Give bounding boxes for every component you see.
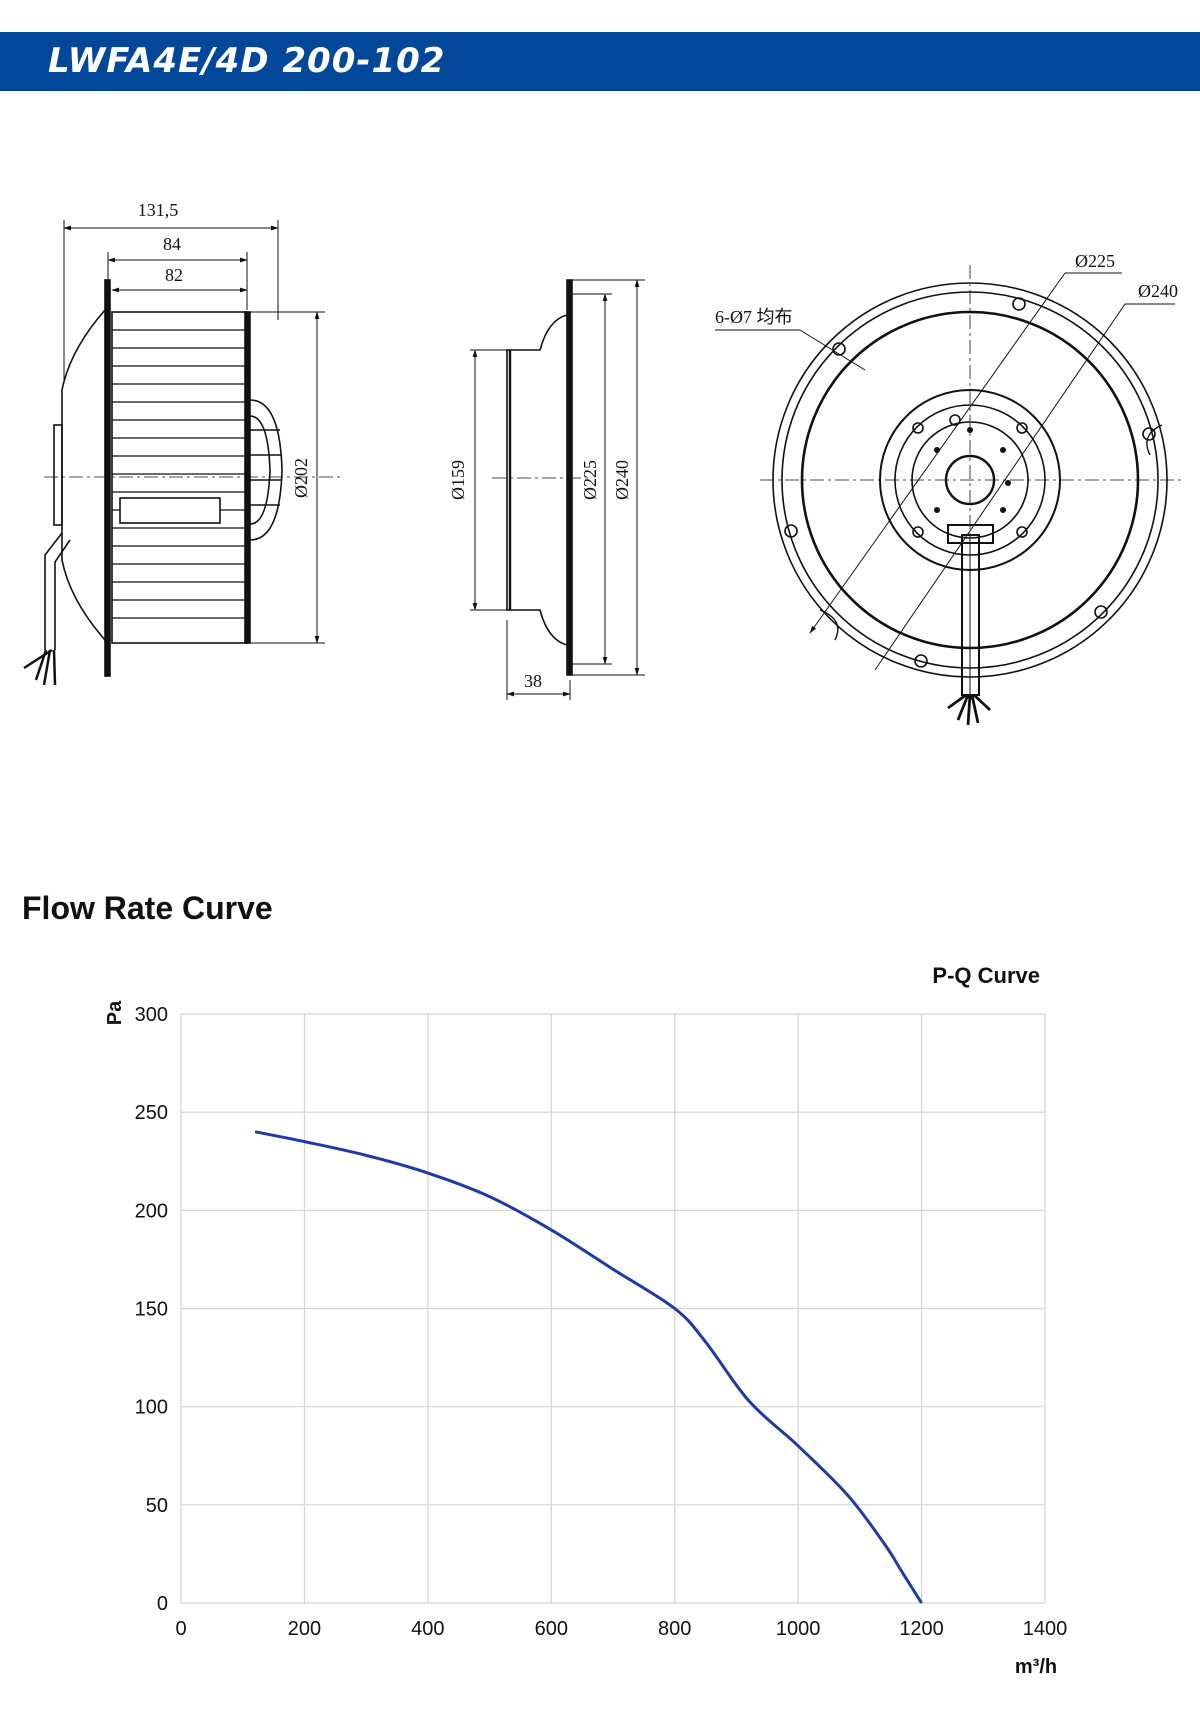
x-tick-label: 1200: [899, 1618, 944, 1640]
front-view-drawing: [715, 265, 1185, 726]
y-tick-label: 200: [135, 1200, 168, 1222]
y-tick-label: 250: [135, 1102, 168, 1124]
dim-dia-159: Ø159: [448, 460, 468, 500]
y-tick-label: 50: [146, 1495, 168, 1517]
dim-dia-225: Ø225: [580, 460, 600, 500]
dim-front-225: Ø225: [1075, 251, 1115, 271]
x-tick-label: 0: [175, 1618, 186, 1640]
dim-dia-202: Ø202: [291, 458, 311, 498]
x-tick-label: 1000: [776, 1618, 821, 1640]
grid: [180, 1013, 1046, 1604]
x-tick-label: 400: [411, 1618, 444, 1640]
dim-dia-240: Ø240: [612, 460, 632, 500]
side-view-drawing: [23, 220, 340, 686]
series-line: [254, 1130, 923, 1604]
dim-131-5: 131,5: [138, 200, 179, 220]
dim-38: 38: [524, 671, 542, 691]
x-tick-label: 200: [288, 1618, 321, 1640]
holes-note: 6-Ø7 均布: [715, 307, 793, 327]
y-tick-label: 0: [157, 1593, 168, 1615]
x-tick-label: 1400: [1023, 1618, 1068, 1640]
y-axis-label: Pa: [104, 1000, 126, 1025]
product-title: LWFA4E/4D 200-102: [48, 41, 446, 81]
chart-title: P-Q Curve: [932, 963, 1040, 988]
inlet-ring-drawing: [470, 279, 645, 700]
header-bar: LWFA4E/4D 200-102: [0, 32, 1200, 91]
dim-84: 84: [163, 234, 181, 254]
x-axis-label: m³/h: [1015, 1656, 1057, 1678]
x-tick-label: 600: [535, 1618, 568, 1640]
y-tick-label: 150: [135, 1299, 168, 1321]
y-tick-label: 100: [135, 1397, 168, 1419]
dim-front-240: Ø240: [1138, 281, 1178, 301]
tick-labels: 0 200 400 600 800 1000 1200 1400 0 50 100 150 200 250…: [135, 1004, 1068, 1640]
technical-drawings: 131,5 84 82 Ø202 Ø159 Ø225 Ø240 38: [23, 200, 1185, 726]
section-title: Flow Rate Curve: [22, 890, 273, 926]
dim-82: 82: [165, 265, 183, 285]
series-layer: [254, 1130, 923, 1604]
x-tick-label: 800: [658, 1618, 691, 1640]
pq-chart: 0 200 400 600 800 1000 1200 1400 0 50 100 150 200 250…: [104, 963, 1068, 1678]
y-tick-label: 300: [135, 1004, 168, 1026]
